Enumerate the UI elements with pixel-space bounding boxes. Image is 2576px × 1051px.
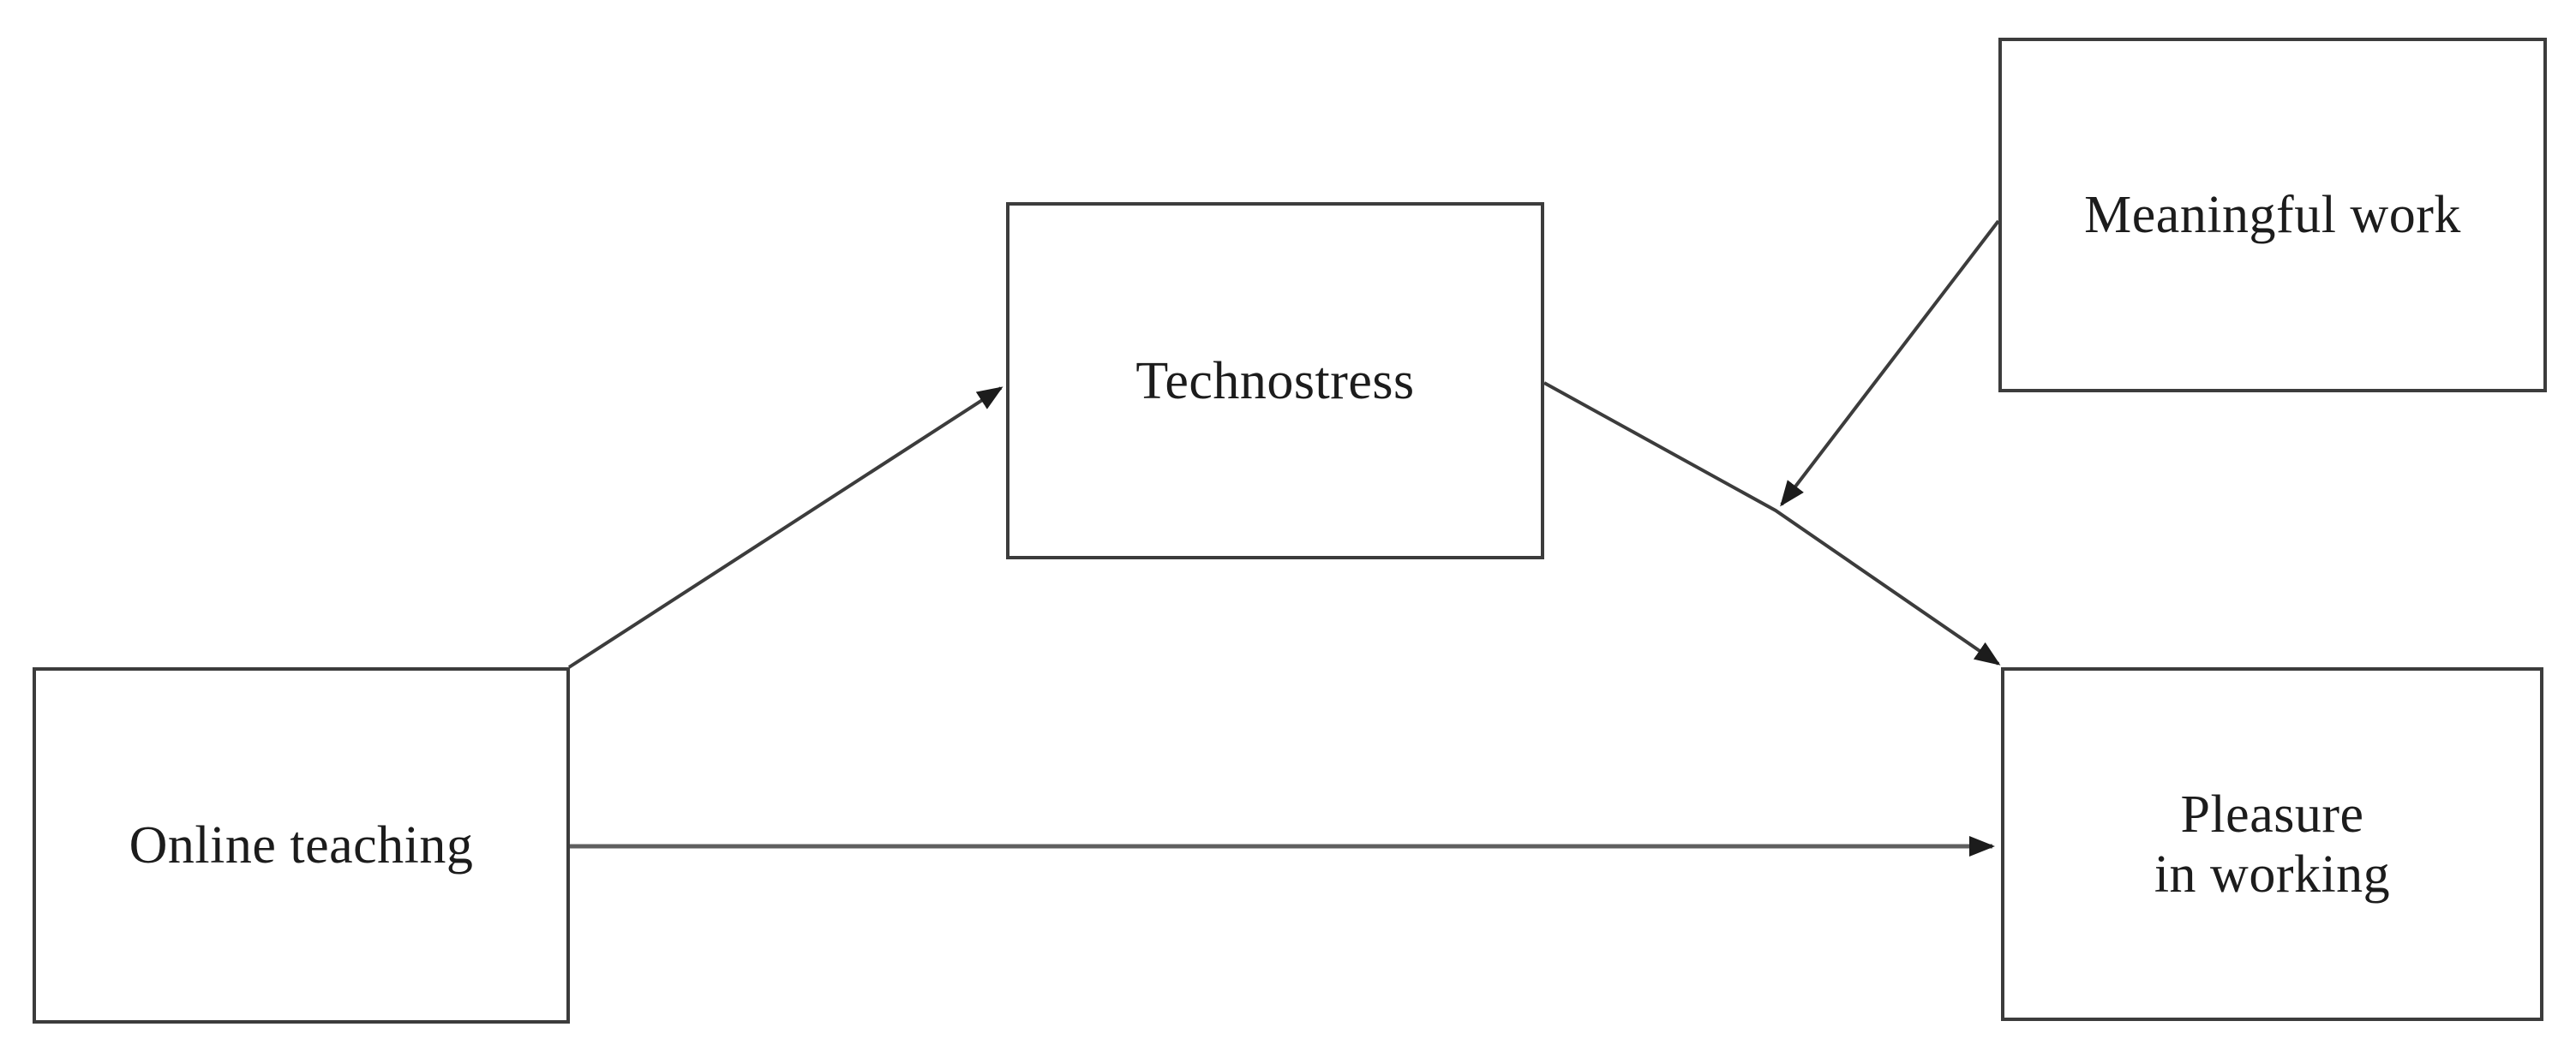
node-pleasure-in-working-label: Pleasure in working [2154, 785, 2391, 904]
node-online-teaching-label: Online teaching [129, 816, 474, 875]
node-online-teaching: Online teaching [33, 667, 570, 1024]
node-meaningful-work: Meaningful work [1998, 38, 2547, 392]
node-pleasure-in-working: Pleasure in working [2001, 667, 2543, 1021]
node-technostress: Technostress [1006, 202, 1544, 559]
edge-meaningful-work-moderation [1780, 219, 2000, 507]
edge-online-teaching-to-technostress [567, 386, 1003, 669]
edge-technostress-to-pleasure-in-working [1543, 381, 2001, 666]
node-meaningful-work-label: Meaningful work [2084, 186, 2461, 244]
node-technostress-label: Technostress [1135, 351, 1415, 410]
